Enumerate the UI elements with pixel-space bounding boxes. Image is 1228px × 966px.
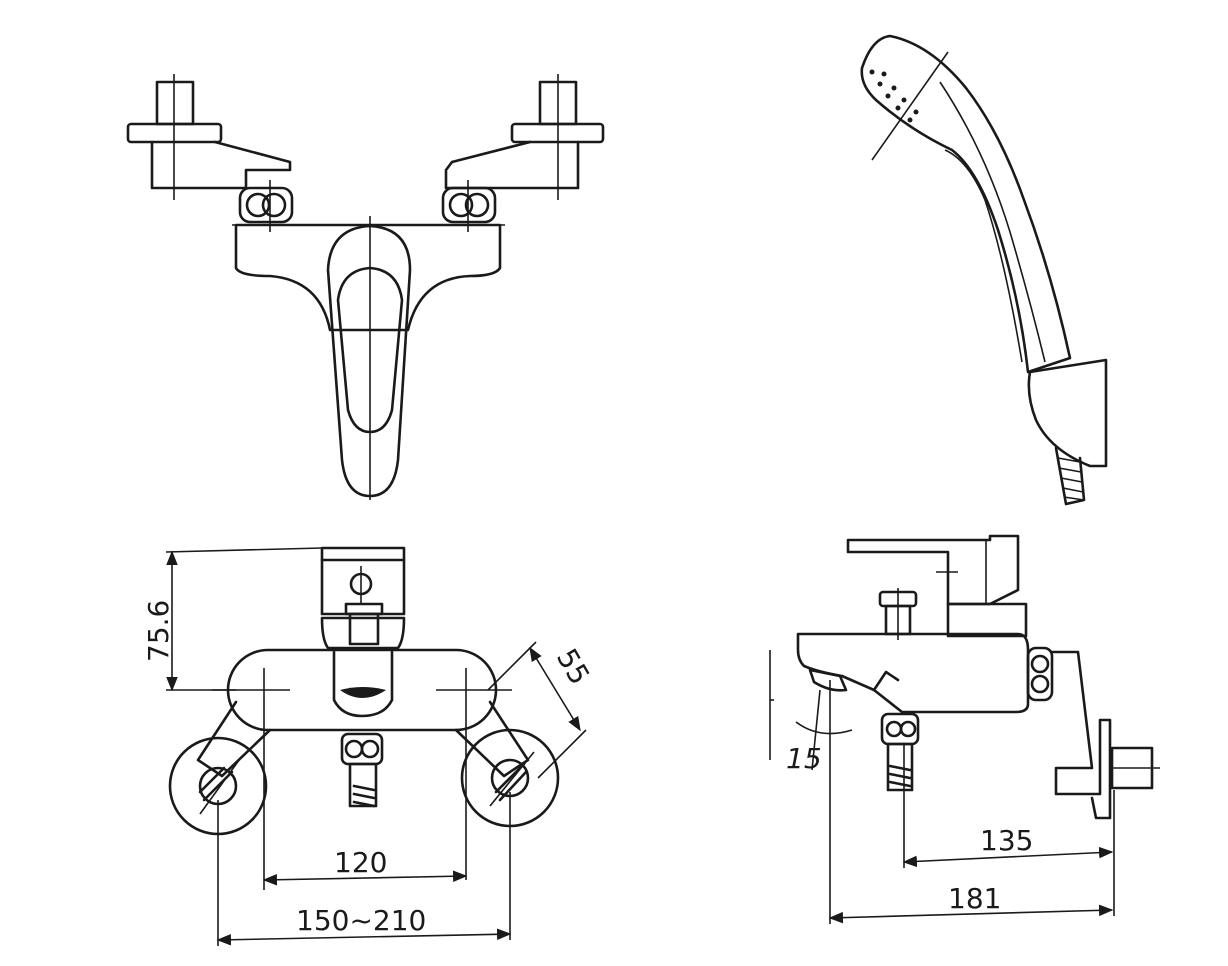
dim-label-75-6: 75.6 [142,600,175,662]
mixer-lever [326,224,412,498]
hand-shower-view [860,34,1108,506]
mixer-side-view [769,534,1160,820]
dim-label-55: 55 [550,643,596,690]
dim-label-135: 135 [980,824,1033,857]
shower-handle [860,34,1072,374]
shower-bracket [1027,358,1108,468]
mixer-front-view [126,74,605,500]
dimension-lines-side-view [811,680,1115,924]
side-lever [846,534,1020,606]
right-wall-fitting [441,74,605,232]
dim-label-120: 120 [334,846,387,879]
dimension-lines-top-view [165,547,587,946]
dim-label-15: 15 [786,742,822,775]
spray-face [869,69,919,123]
side-spout-thread [888,764,912,788]
side-body [796,632,1030,714]
mixer-top-view [168,546,560,836]
dim-label-181: 181 [948,882,1001,915]
hose-texture [1057,457,1085,501]
dim-label-150-210: 150~210 [296,904,426,937]
shower-hose [1054,446,1086,506]
spout-thread [352,784,376,808]
mixer-body [234,223,502,332]
left-wall-fitting [126,74,294,232]
